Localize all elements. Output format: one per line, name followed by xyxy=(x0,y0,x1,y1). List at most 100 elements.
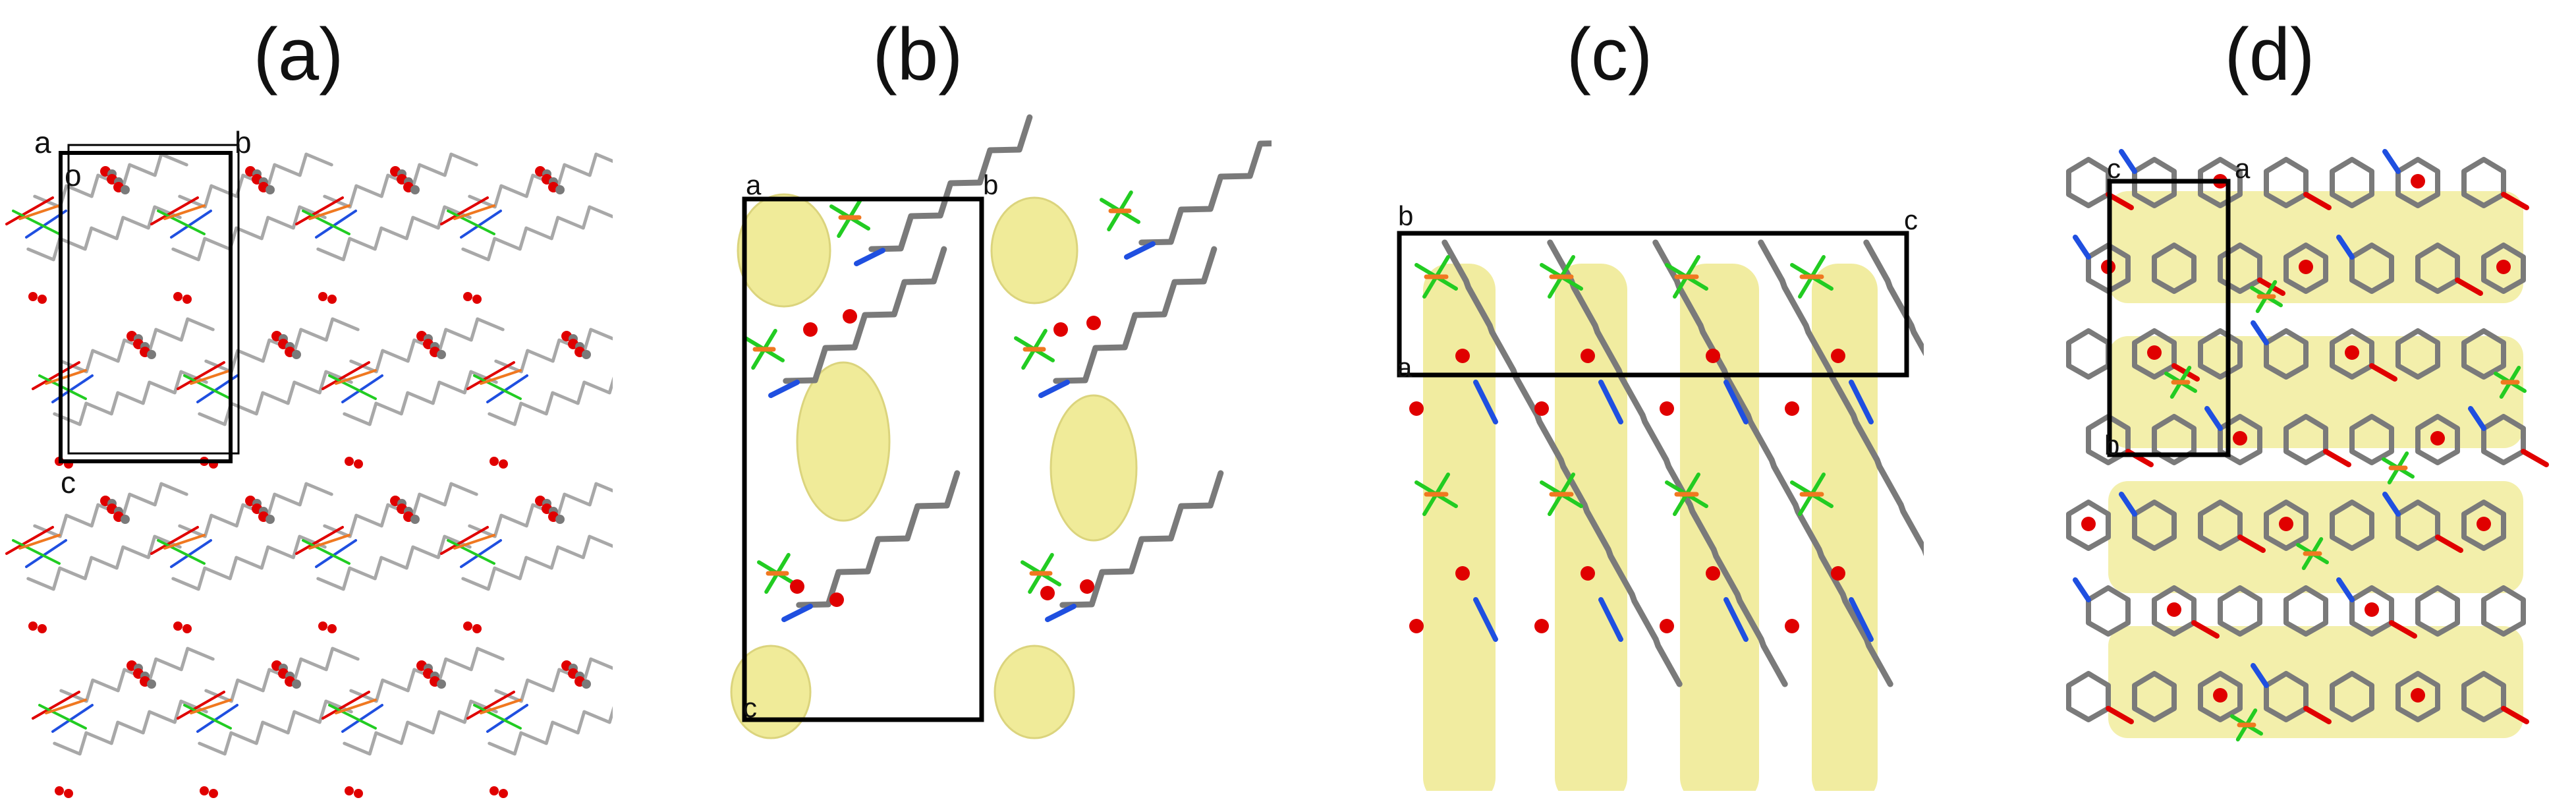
oxygen-atom xyxy=(345,786,354,795)
bond-n xyxy=(486,704,528,733)
bond-o xyxy=(177,361,225,390)
carbon-atom xyxy=(410,185,420,194)
alkyl-chain xyxy=(316,205,472,262)
axis-label-a-b: b xyxy=(235,125,252,159)
bond-f xyxy=(12,210,61,235)
oxygen-atom xyxy=(2147,345,2162,360)
bond-o xyxy=(2501,192,2529,210)
crystal-packing-panel-a: a o b c xyxy=(0,112,613,804)
structure-view-c: b c a xyxy=(1397,200,1924,791)
void-surface xyxy=(994,645,1075,739)
bond-n xyxy=(1849,380,1874,424)
bond-n xyxy=(2251,663,2269,688)
alkyl-chain xyxy=(1442,239,1683,687)
oxygen-atom xyxy=(345,457,354,466)
bond-o xyxy=(295,526,344,555)
bond-p xyxy=(163,534,206,550)
bond-o xyxy=(322,691,370,720)
axis-label-d-a: a xyxy=(2235,153,2251,184)
bond-o xyxy=(322,361,370,390)
oxygen-atom xyxy=(1706,349,1720,363)
bond-p xyxy=(453,534,495,550)
bond-n xyxy=(1723,597,1749,642)
carbon-atom xyxy=(266,185,275,194)
bond-o xyxy=(2369,363,2397,382)
ring xyxy=(2132,671,2177,722)
ring xyxy=(2283,243,2328,294)
bond-p xyxy=(453,204,495,220)
ring xyxy=(2218,414,2262,465)
carbon-atom xyxy=(292,350,301,359)
bond-n xyxy=(2336,235,2355,260)
bond-f xyxy=(183,704,232,730)
oxygen-atom xyxy=(28,621,38,631)
bond-n xyxy=(25,539,67,568)
oxygen-atom xyxy=(1053,322,1068,337)
carbon-atom xyxy=(147,350,156,359)
bond-n xyxy=(170,210,212,239)
carbon-atom xyxy=(582,679,591,689)
oxygen-atom xyxy=(2233,431,2247,446)
void-surface-layer-b xyxy=(730,193,1138,739)
oxygen-atom xyxy=(1455,566,1470,581)
bond-f xyxy=(447,539,495,565)
ring xyxy=(2198,671,2243,722)
bond-o xyxy=(295,196,344,225)
oxygen-atom xyxy=(790,579,804,594)
alkyl-chain xyxy=(1547,239,1788,687)
alkyl-chain xyxy=(171,534,327,591)
axis-label-b-c: c xyxy=(743,692,757,723)
bond-n xyxy=(2204,406,2223,431)
void-surface xyxy=(737,193,831,308)
ring xyxy=(2066,328,2111,380)
oxygen-atom xyxy=(1581,566,1595,581)
unit-cell-a xyxy=(59,151,233,463)
oxygen-atom xyxy=(2213,688,2227,703)
void-surface xyxy=(1555,264,1627,791)
oxygen-atom xyxy=(1040,586,1055,600)
axis-label-d-c: c xyxy=(2107,153,2121,184)
oxygen-atom xyxy=(182,295,192,304)
bond-f xyxy=(302,210,350,235)
bond-f xyxy=(473,704,522,730)
bond-o xyxy=(2501,706,2529,724)
alkyl-chain xyxy=(468,152,613,209)
ring xyxy=(2349,243,2394,294)
oxygen-atom xyxy=(28,292,38,301)
void-surface xyxy=(2108,626,2523,738)
oxygen-atom xyxy=(354,459,363,469)
oxygen-atom xyxy=(173,292,182,301)
bond-n xyxy=(315,539,357,568)
bond-o xyxy=(150,526,199,555)
oxygen-atom xyxy=(1409,619,1424,633)
oxygen-atom xyxy=(182,624,192,633)
oxygen-atom xyxy=(2299,260,2313,274)
void-surface xyxy=(796,361,891,522)
structure-view-a: a o b c xyxy=(5,125,613,798)
axis-label-a-origin: o xyxy=(65,158,82,192)
bond-o xyxy=(466,361,515,390)
oxygen-atom xyxy=(1831,566,1845,581)
bond-n xyxy=(2073,235,2091,260)
bond-p xyxy=(308,204,350,220)
alkyl-chain xyxy=(343,699,498,756)
ring xyxy=(2066,671,2111,722)
bond-n xyxy=(768,380,800,398)
alkyl-chain xyxy=(1652,239,1893,687)
oxygen-atom xyxy=(64,789,73,798)
ring xyxy=(2481,243,2526,294)
ring xyxy=(2395,157,2440,208)
crystal-packing-panel-c: b c a xyxy=(1370,145,1924,791)
oxygen-atom xyxy=(38,295,47,304)
bond-f xyxy=(447,210,495,235)
alkyl-chain xyxy=(26,534,182,591)
bond-o xyxy=(2303,192,2332,210)
unit-cell-b xyxy=(742,196,984,722)
ring xyxy=(2198,157,2243,208)
structure-view-b: a b c xyxy=(730,114,1272,739)
oxygen-atom xyxy=(327,624,337,633)
ring xyxy=(2330,500,2374,551)
ring xyxy=(2395,328,2440,380)
oxygen-atom xyxy=(472,295,482,304)
ring xyxy=(2330,671,2374,722)
